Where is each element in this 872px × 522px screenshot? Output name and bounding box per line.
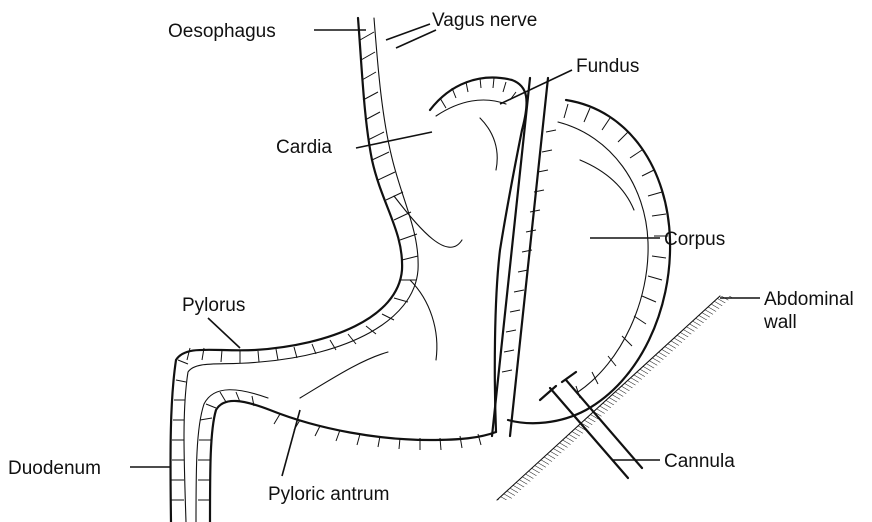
cut-line	[492, 78, 548, 436]
leader-pyloric-antrum	[282, 410, 300, 476]
label-vagus-nerve: Vagus nerve	[432, 10, 537, 31]
leader-vagus-nerve-2	[396, 30, 436, 48]
label-abdominal-wall-line1: Abdominal	[764, 289, 854, 310]
leader-vagus-nerve	[386, 24, 430, 40]
label-duodenum: Duodenum	[8, 458, 101, 479]
leader-pylorus	[208, 318, 240, 348]
label-oesophagus: Oesophagus	[168, 21, 276, 42]
gastric-fold	[410, 280, 437, 360]
leader-lines	[130, 24, 760, 476]
label-abdominal-wall-line2: wall	[763, 312, 797, 333]
labels: Oesophagus Vagus nerve Fundus Cardia Cor…	[8, 10, 854, 505]
wall-hatching-corpus	[502, 104, 668, 398]
gastric-fold	[394, 196, 462, 247]
leader-fundus	[500, 70, 572, 104]
wall-hatching-duodenum	[198, 392, 254, 500]
label-corpus: Corpus	[664, 229, 725, 250]
label-cardia: Cardia	[276, 137, 332, 158]
stomach-left-section	[171, 18, 527, 522]
label-cannula: Cannula	[664, 451, 735, 472]
label-pyloric-antrum: Pyloric antrum	[268, 484, 389, 505]
gastric-fold	[480, 118, 497, 170]
wall-hatching-antrum	[274, 414, 481, 450]
gastric-fold	[580, 160, 634, 210]
gastric-fold	[300, 352, 388, 398]
stomach-inner-contour	[184, 18, 418, 522]
label-pylorus: Pylorus	[182, 295, 245, 316]
fundus-inner-curve	[436, 100, 506, 116]
duodenum-inner-contour	[196, 390, 268, 522]
corpus-inner-contour	[558, 122, 648, 392]
label-fundus: Fundus	[576, 56, 639, 77]
stomach-outer-contour	[171, 18, 403, 522]
